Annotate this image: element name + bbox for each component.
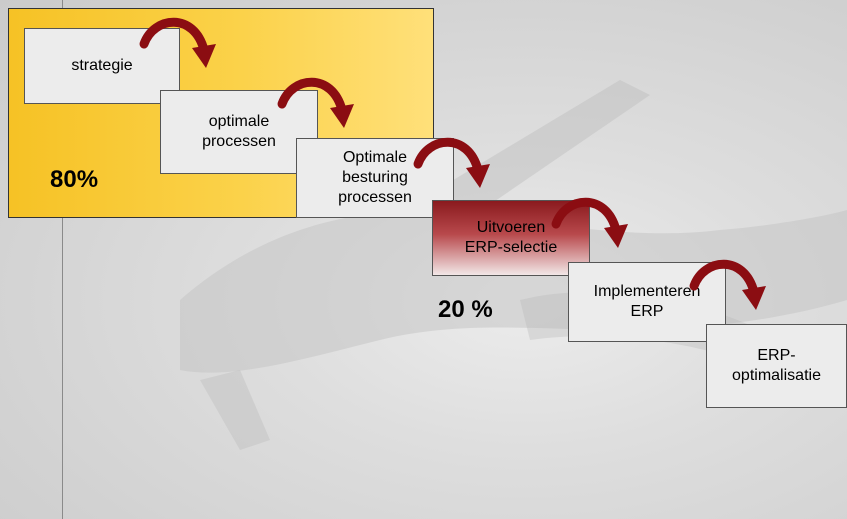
curved-arrow-icon — [551, 197, 628, 248]
curved-arrow-icon — [277, 77, 354, 128]
curved-arrow-icon — [139, 17, 216, 68]
step-strategie: strategie — [24, 28, 180, 104]
percentage-20: 20 % — [438, 296, 493, 323]
vertical-divider — [62, 0, 63, 519]
step-erp-optimalisatie: ERP- optimalisatie — [706, 324, 847, 408]
curved-arrow-icon — [413, 137, 490, 188]
step-optimale-processen: optimale processen — [160, 90, 318, 174]
curved-arrow-icon — [689, 259, 766, 310]
percentage-80: 80% — [50, 166, 99, 193]
